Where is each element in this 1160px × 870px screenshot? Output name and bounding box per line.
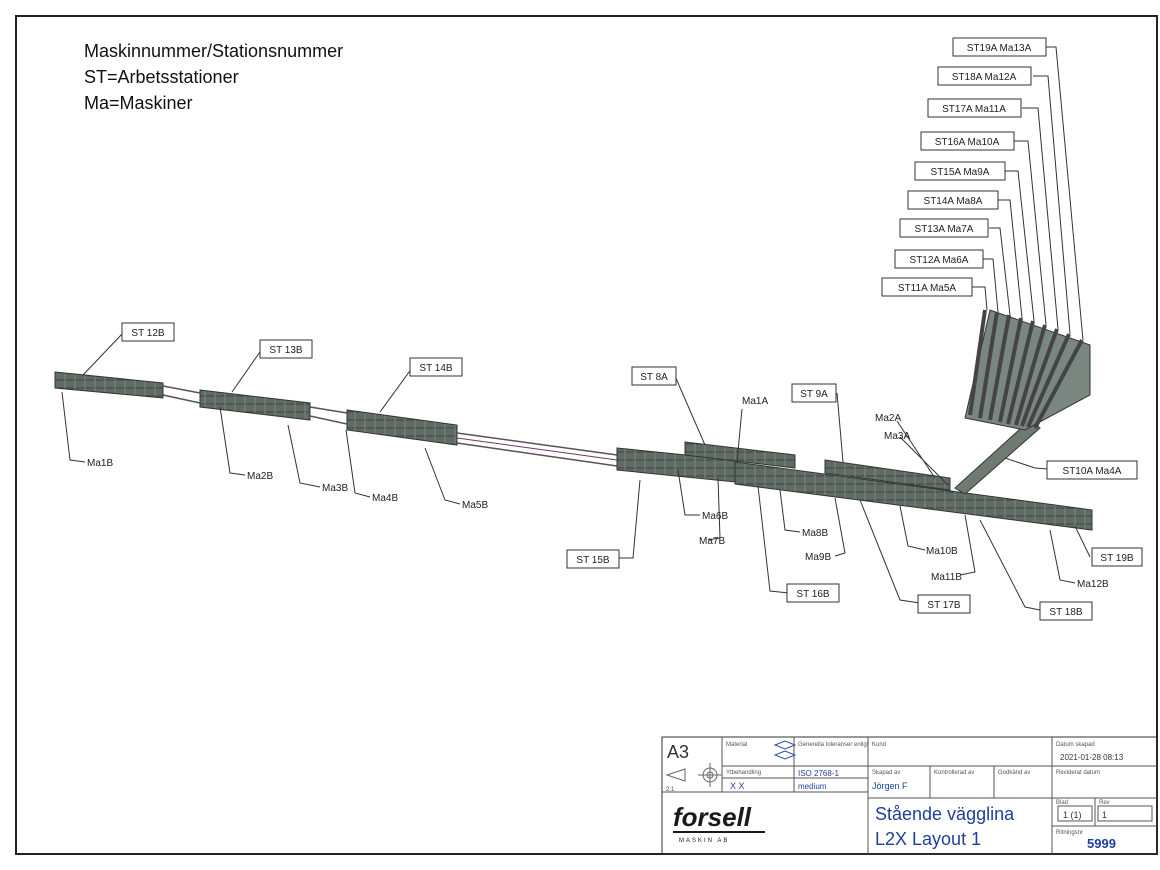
approved-label: Godkänd av bbox=[998, 770, 1030, 776]
legend-line-2: ST=Arbetsstationer bbox=[84, 67, 239, 87]
label-st17a-ma11a: ST17A Ma11A bbox=[942, 104, 1006, 115]
label-st13b: ST 13B bbox=[269, 345, 302, 356]
drawing-title-1: Stående vägglina bbox=[875, 804, 1015, 824]
title-block-text: A3 2:1 Material Generella toleranser enl… bbox=[666, 742, 1124, 851]
label-st18a-ma12a: ST18A Ma12A bbox=[952, 72, 1017, 83]
label-ma5b: Ma5B bbox=[462, 500, 488, 511]
surface-value: X X bbox=[730, 781, 745, 791]
label-st14a-ma8a: ST14A Ma8A bbox=[924, 196, 983, 207]
label-st12b: ST 12B bbox=[131, 328, 164, 339]
conveyor-line bbox=[54, 309, 1093, 531]
transport-rails bbox=[162, 385, 618, 467]
feeder-conveyor bbox=[954, 419, 1041, 495]
label-st19a-ma13a: ST19A Ma13A bbox=[967, 43, 1032, 54]
customer-label: Kund bbox=[872, 742, 886, 748]
label-ma10b: Ma10B bbox=[926, 546, 958, 557]
label-ma8b: Ma8B bbox=[802, 528, 828, 539]
date-created-label: Datum skapad bbox=[1056, 742, 1095, 748]
rev-value: 1 bbox=[1102, 810, 1107, 820]
legend: Maskinnummer/Stationsnummer ST=Arbetssta… bbox=[84, 38, 343, 116]
drawing-no: 5999 bbox=[1087, 836, 1116, 851]
standard-class: medium bbox=[798, 782, 827, 791]
label-ma4b: Ma4B bbox=[372, 493, 398, 504]
date-created: 2021-01-28 08:13 bbox=[1060, 753, 1124, 762]
label-st10a-ma4a: ST10A Ma4A bbox=[1063, 466, 1122, 477]
svg-text:MASKIN AB: MASKIN AB bbox=[679, 838, 729, 844]
label-ma3a: Ma3A bbox=[884, 431, 910, 442]
label-st16a-ma10a: ST16A Ma10A bbox=[935, 137, 1000, 148]
conveyor-segment-6 bbox=[684, 441, 796, 469]
conveyor-segment-7 bbox=[824, 459, 951, 491]
label-st15a-ma9a: ST15A Ma9A bbox=[931, 167, 990, 178]
date-revised-label: Reviderat datum bbox=[1056, 770, 1100, 776]
label-ma2b: Ma2B bbox=[247, 471, 273, 482]
label-st11a-ma5a: ST11A Ma5A bbox=[898, 283, 957, 294]
label-ma1a: Ma1A bbox=[742, 396, 768, 407]
label-ma9b: Ma9B bbox=[805, 552, 831, 563]
sheet-label: Blad bbox=[1056, 800, 1068, 806]
label-st13a-ma7a: ST13A Ma7A bbox=[915, 224, 974, 235]
surface-label: Ytbehandling bbox=[726, 770, 761, 776]
label-ma11b: Ma11B bbox=[931, 572, 962, 583]
tolerance-label: Generella toleranser enligt bbox=[798, 742, 869, 748]
created-by: Jörgen F bbox=[872, 781, 908, 791]
created-label: Skapad av bbox=[872, 770, 900, 776]
label-st17b: ST 17B bbox=[927, 600, 960, 611]
legend-line-3: Ma=Maskiner bbox=[84, 93, 193, 113]
conveyor-segment-3 bbox=[346, 409, 458, 446]
material-label: Material bbox=[726, 742, 747, 748]
rev-label: Rev bbox=[1099, 800, 1110, 806]
drawing-border bbox=[15, 15, 1158, 855]
label-ma6b: Ma6B bbox=[702, 511, 728, 522]
station-labels: ST 12B ST 13B ST 14B ST 8A ST 9A ST 15B … bbox=[131, 43, 1133, 618]
sheet-size: A3 bbox=[667, 742, 689, 762]
label-st9a: ST 9A bbox=[800, 389, 828, 400]
label-st15b: ST 15B bbox=[576, 555, 609, 566]
label-ma7b: Ma7B bbox=[699, 536, 725, 547]
machine-labels: Ma1B Ma2B Ma3B Ma4B Ma5B Ma1A Ma2A Ma3A … bbox=[87, 396, 1109, 590]
leader-lines bbox=[61, 46, 1091, 611]
company-logo: forsell MASKIN AB bbox=[673, 802, 765, 844]
conveyor-segment-5 bbox=[734, 461, 1093, 531]
label-ma1b: Ma1B bbox=[87, 458, 113, 469]
svg-text:forsell: forsell bbox=[673, 802, 752, 832]
drawing-no-label: Ritningsnr bbox=[1056, 830, 1083, 836]
label-ma2a: Ma2A bbox=[875, 413, 901, 424]
conveyor-segment-2 bbox=[199, 389, 311, 421]
conveyor-segment-1 bbox=[54, 371, 164, 399]
label-st16b: ST 16B bbox=[796, 589, 829, 600]
label-st8a: ST 8A bbox=[640, 372, 668, 383]
label-st18b: ST 18B bbox=[1049, 607, 1082, 618]
label-ma3b: Ma3B bbox=[322, 483, 348, 494]
label-st19b: ST 19B bbox=[1100, 553, 1133, 564]
checked-label: Kontrollerad av bbox=[934, 770, 974, 776]
drawing-title-2: L2X Layout 1 bbox=[875, 829, 981, 849]
scale: 2:1 bbox=[666, 787, 675, 793]
label-st12a-ma6a: ST12A Ma6A bbox=[910, 255, 969, 266]
title-block bbox=[661, 736, 1158, 855]
sheet-value: 1 (1) bbox=[1063, 810, 1082, 820]
legend-line-1: Maskinnummer/Stationsnummer bbox=[84, 41, 344, 61]
station-label-boxes bbox=[121, 37, 1143, 621]
label-ma12b: Ma12B bbox=[1077, 579, 1109, 590]
station-fan bbox=[964, 309, 1091, 431]
label-st14b: ST 14B bbox=[419, 363, 452, 374]
standard: ISO 2768-1 bbox=[798, 769, 839, 778]
